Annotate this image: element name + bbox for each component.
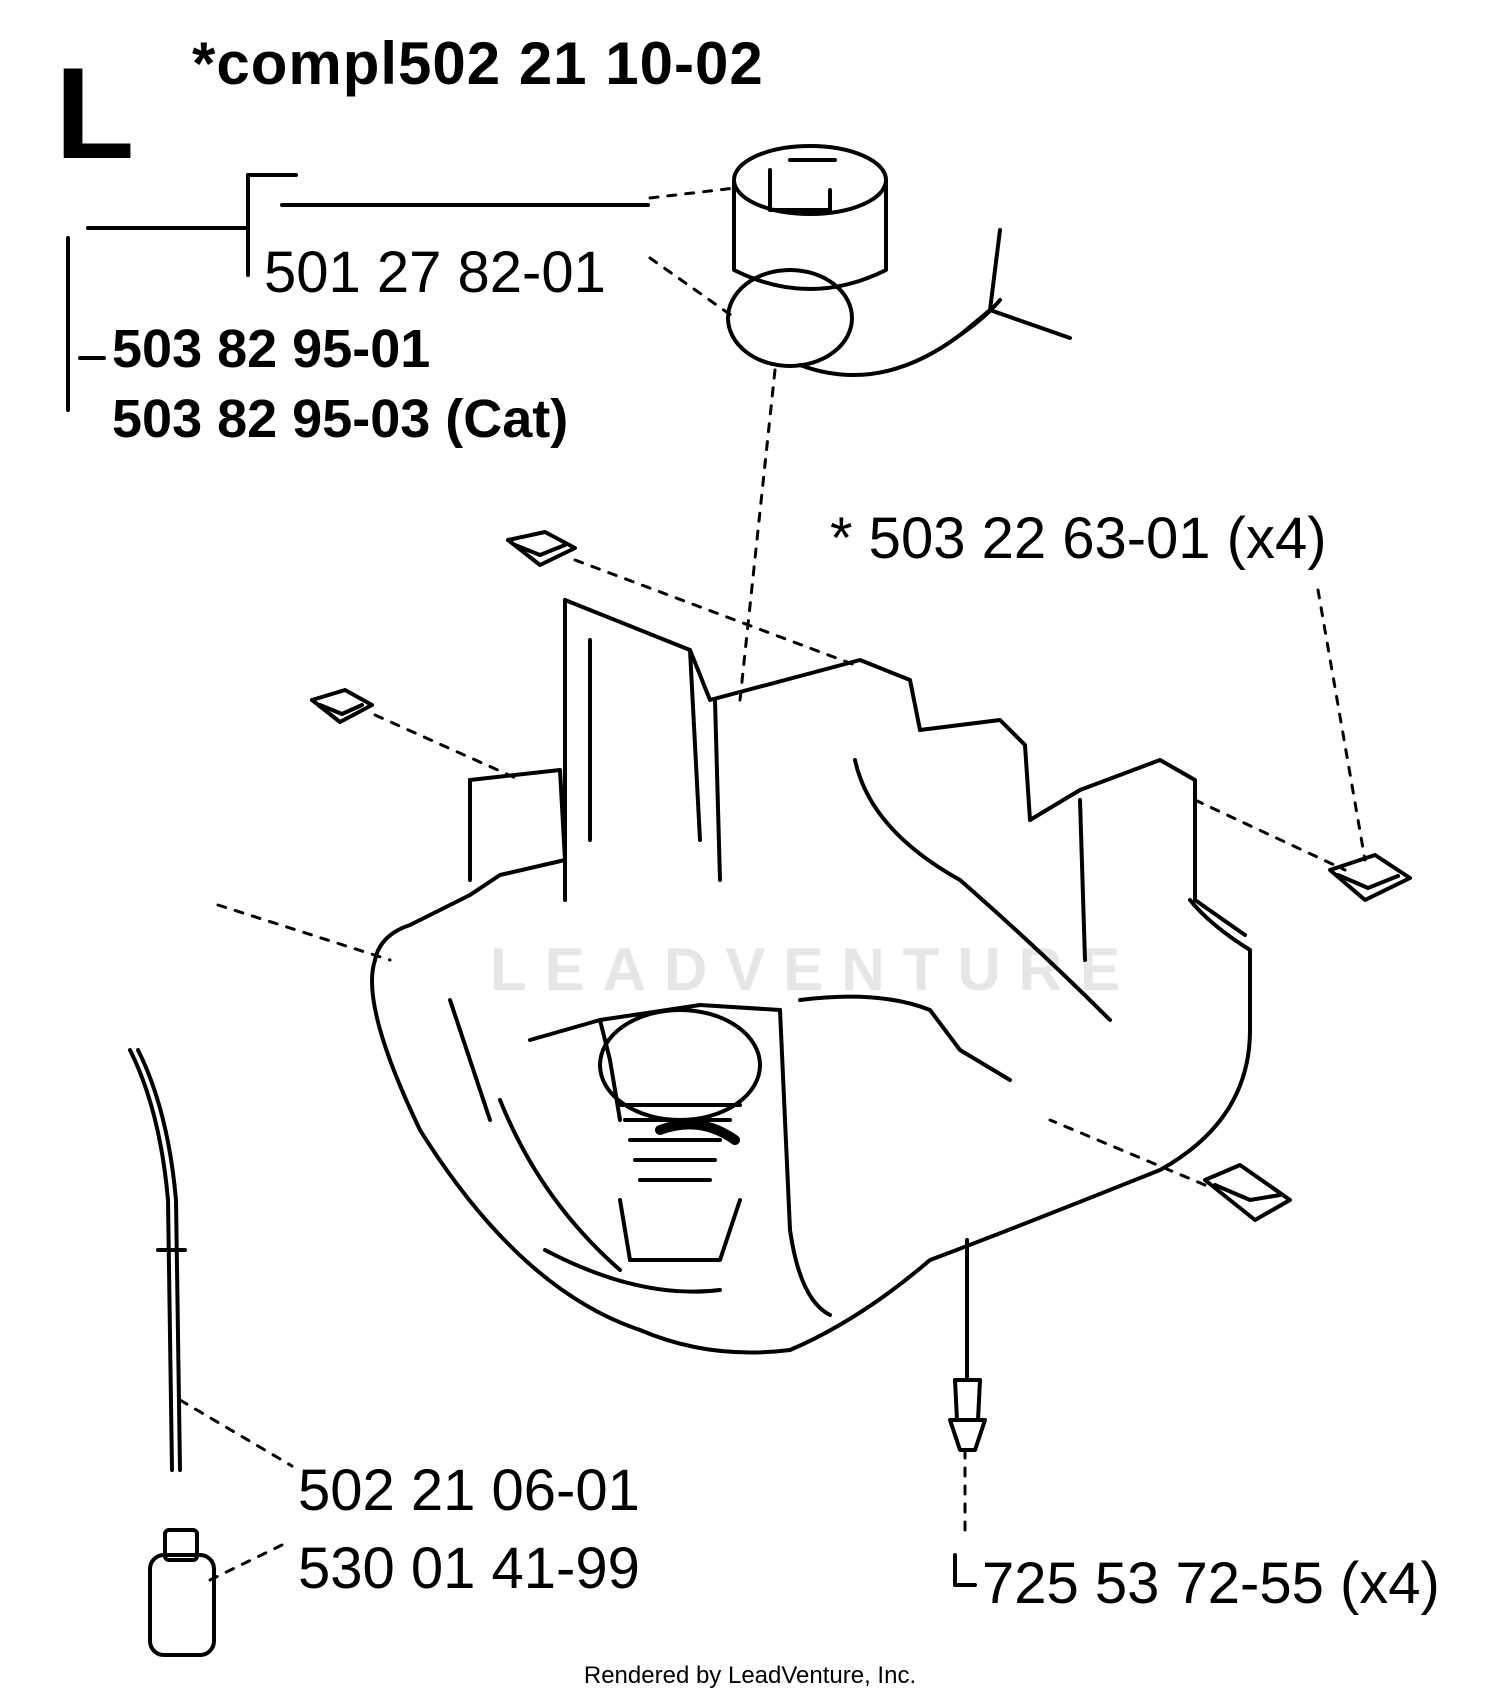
section-letter: L <box>55 40 135 186</box>
label-fuel-tank[interactable]: 503 82 95-01 <box>112 319 431 379</box>
fuel-tank-drawing <box>370 598 1252 1355</box>
label-vibration-damper[interactable]: * 503 22 63-01 (x4) <box>830 506 1327 571</box>
fuel-filter-drawing <box>148 1528 216 1657</box>
footer-credit: Rendered by LeadVenture, Inc. <box>583 1662 917 1689</box>
watermark: LEADVENTURE <box>490 936 1138 1003</box>
label-screw[interactable]: 725 53 72-55 (x4) <box>982 1551 1440 1616</box>
fuel-hose-drawing <box>128 1048 187 1472</box>
label-fuel-tank-cat[interactable]: 503 82 95-03 (Cat) <box>112 389 569 449</box>
label-fuel-filter[interactable]: 530 01 41-99 <box>298 1536 640 1601</box>
vibration-damper-drawings <box>310 530 1412 1222</box>
label-fuel-cap[interactable]: 501 27 82-01 <box>264 240 606 305</box>
fuel-cap-drawing <box>726 144 1072 377</box>
callout-bracket-lines <box>66 173 977 1587</box>
label-fuel-hose[interactable]: 502 21 06-01 <box>298 1458 640 1523</box>
dashed-leader-lines <box>178 186 1367 1582</box>
screw-drawing <box>948 1238 987 1452</box>
assembly-part-number: *compl502 21 10-02 <box>192 30 764 97</box>
